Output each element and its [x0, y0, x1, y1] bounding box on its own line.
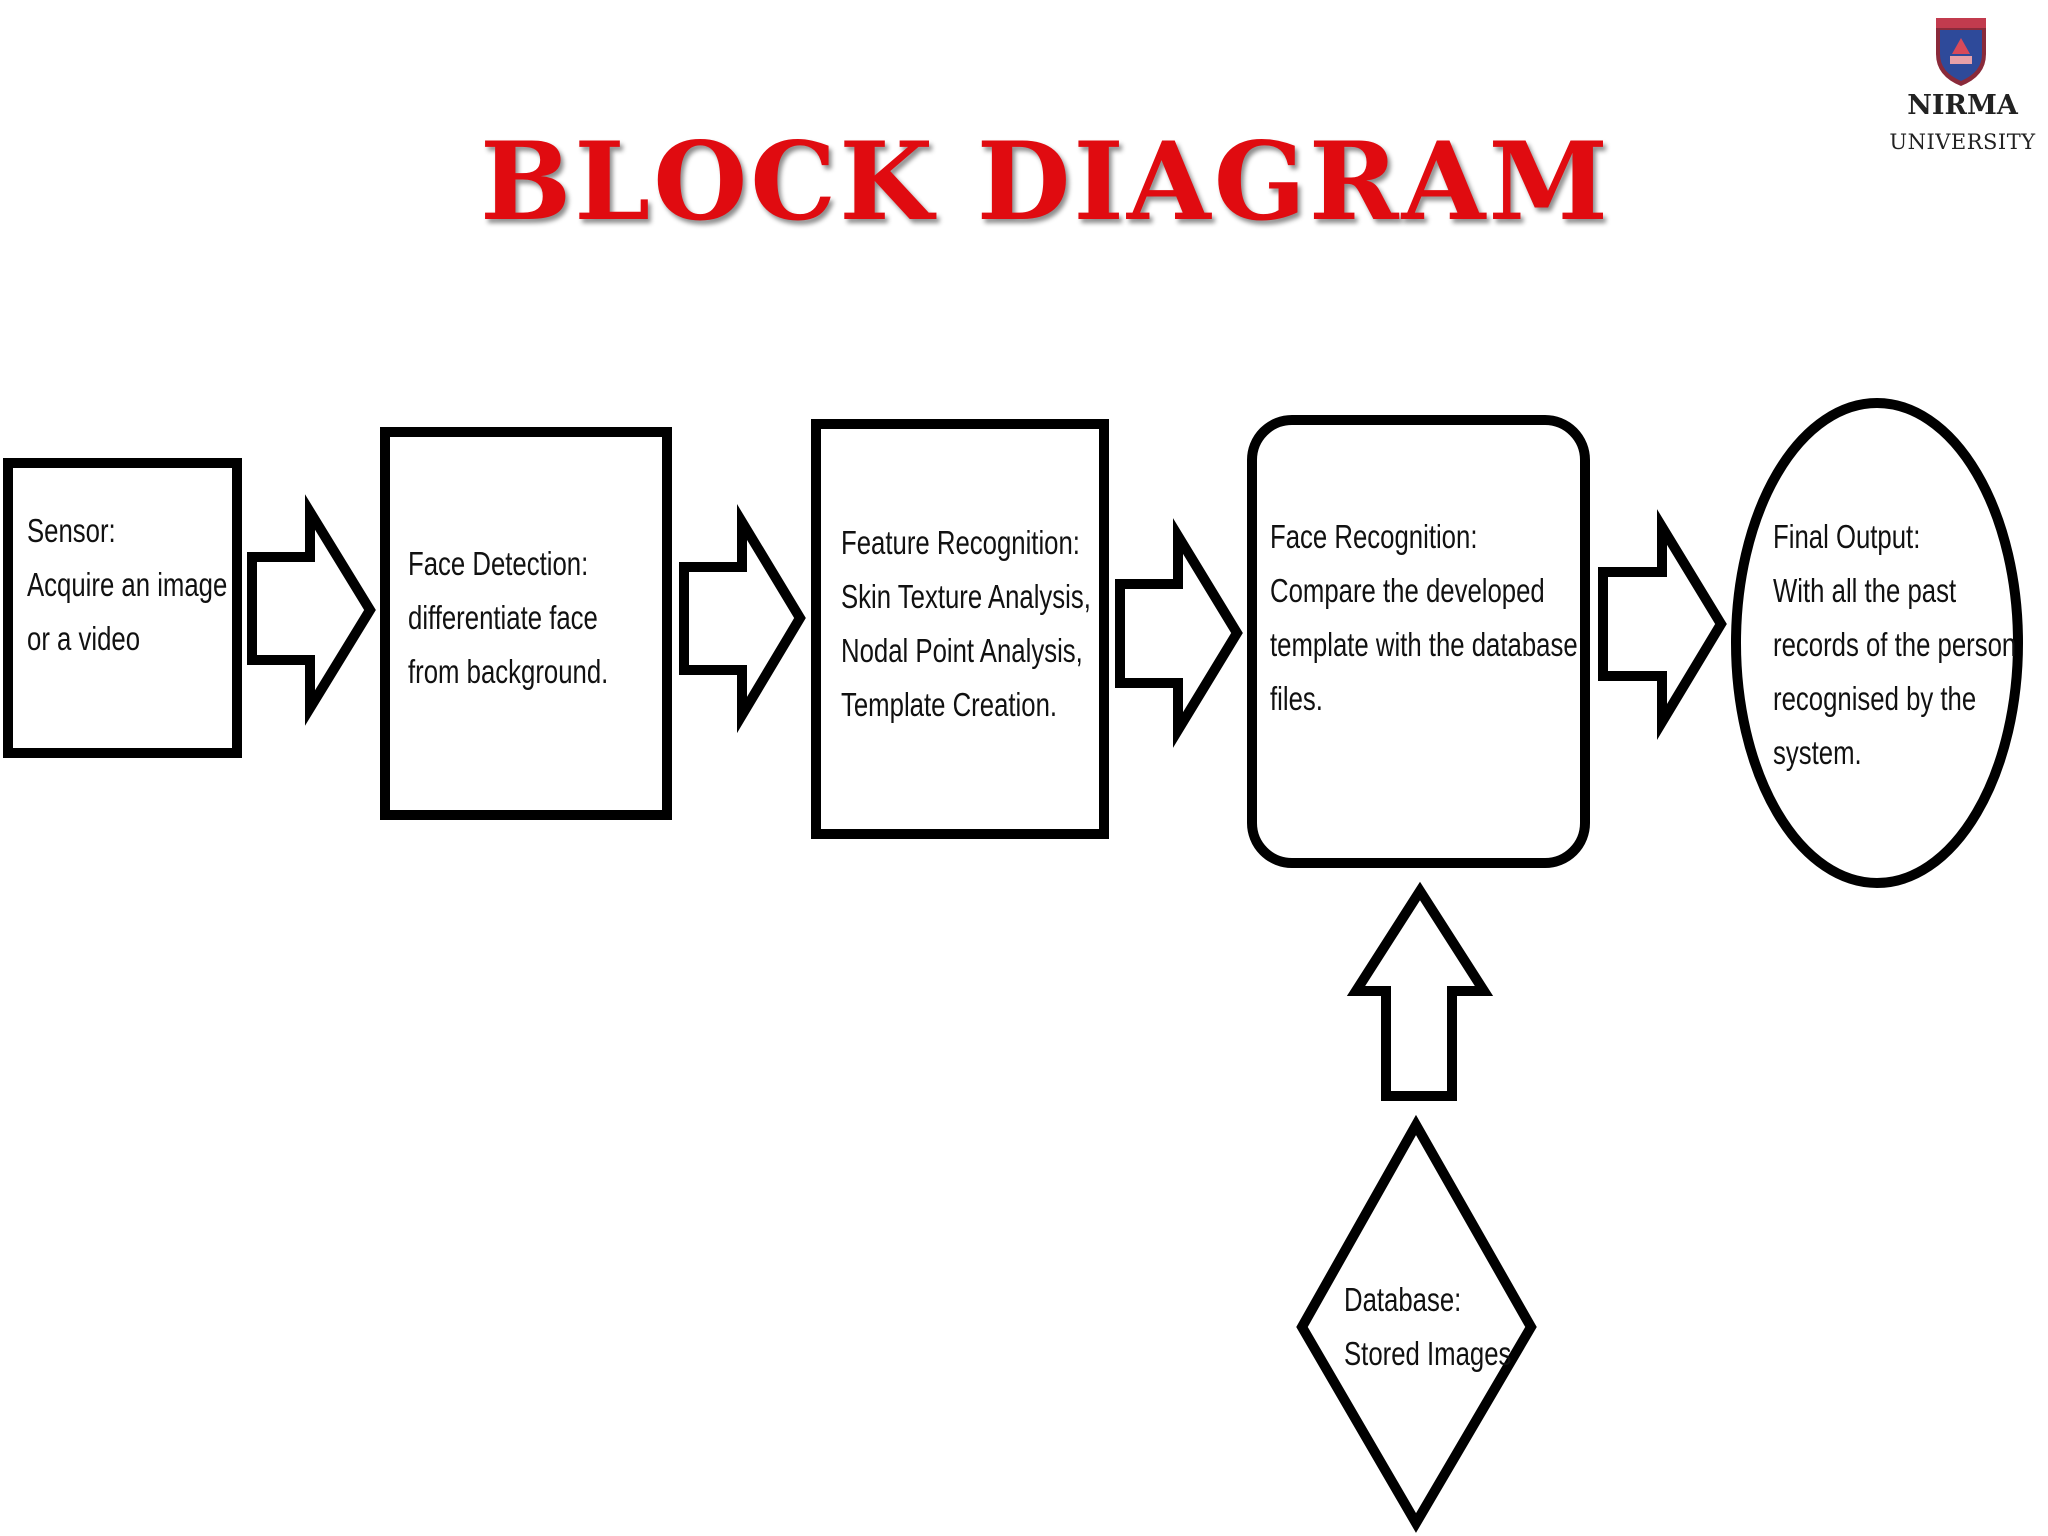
node-database-line: Database:	[1344, 1281, 1462, 1318]
node-feature-recognition-line: Feature Recognition:	[841, 524, 1080, 561]
node-sensor-line: Acquire an image	[27, 566, 228, 603]
shield-icon	[1936, 18, 1986, 86]
node-database-text: Database: Stored Images	[1344, 1273, 1511, 1381]
arrow-feature-recognition-to-face-recognition	[1115, 518, 1243, 748]
node-face-detection-text: Face Detection: differentiate face from …	[408, 537, 608, 699]
node-final-output-line: Final Output:	[1773, 518, 1921, 555]
logo-subtitle: UNIVERSITY	[1889, 130, 2036, 154]
node-face-detection-box	[380, 427, 672, 820]
university-logo: NIRMA UNIVERSITY	[1880, 10, 2045, 170]
node-sensor-box	[3, 458, 242, 758]
node-final-output-line: system.	[1773, 734, 1862, 771]
slide-title: BLOCK DIAGRAM	[480, 119, 1612, 245]
node-final-output-line: records of the person	[1773, 626, 2017, 663]
node-face-detection-line: from background.	[408, 653, 609, 690]
node-face-recognition-box	[1247, 415, 1590, 868]
node-sensor-text: Sensor: Acquire an image or a video	[27, 504, 227, 666]
node-final-output-line: With all the past	[1773, 572, 1957, 609]
node-face-recognition-line: template with the database	[1270, 626, 1578, 663]
node-face-recognition-line: Compare the developed	[1270, 572, 1545, 609]
node-database-line: Stored Images	[1344, 1335, 1512, 1372]
node-final-output-line: recognised by the	[1773, 680, 1977, 717]
node-face-recognition-text: Face Recognition: Compare the developed …	[1270, 510, 1578, 726]
arrow-sensor-to-face-detection	[247, 494, 376, 726]
node-face-recognition-line: Face Recognition:	[1270, 518, 1478, 555]
node-sensor-line: or a video	[27, 620, 141, 657]
node-sensor-line: Sensor:	[27, 512, 116, 549]
node-face-detection-line: Face Detection:	[408, 545, 589, 582]
node-face-detection-line: differentiate face	[408, 599, 598, 636]
node-feature-recognition-text: Feature Recognition: Skin Texture Analys…	[841, 516, 1091, 732]
node-final-output-text: Final Output: With all the past records …	[1773, 510, 2016, 780]
node-feature-recognition-box	[811, 419, 1109, 839]
node-database-diamond	[1296, 1114, 1537, 1533]
arrow-face-detection-to-feature-recognition	[679, 504, 806, 734]
arrow-face-recognition-to-final-output	[1598, 509, 1727, 740]
node-feature-recognition-line: Skin Texture Analysis,	[841, 578, 1091, 615]
node-final-output-ellipse	[1731, 398, 2023, 888]
node-feature-recognition-line: Template Creation.	[841, 686, 1058, 723]
arrow-database-to-face-recognition	[1346, 881, 1494, 1101]
logo-name: NIRMA	[1907, 90, 2018, 121]
node-face-recognition-line: files.	[1270, 680, 1323, 717]
node-feature-recognition-line: Nodal Point Analysis,	[841, 632, 1083, 669]
